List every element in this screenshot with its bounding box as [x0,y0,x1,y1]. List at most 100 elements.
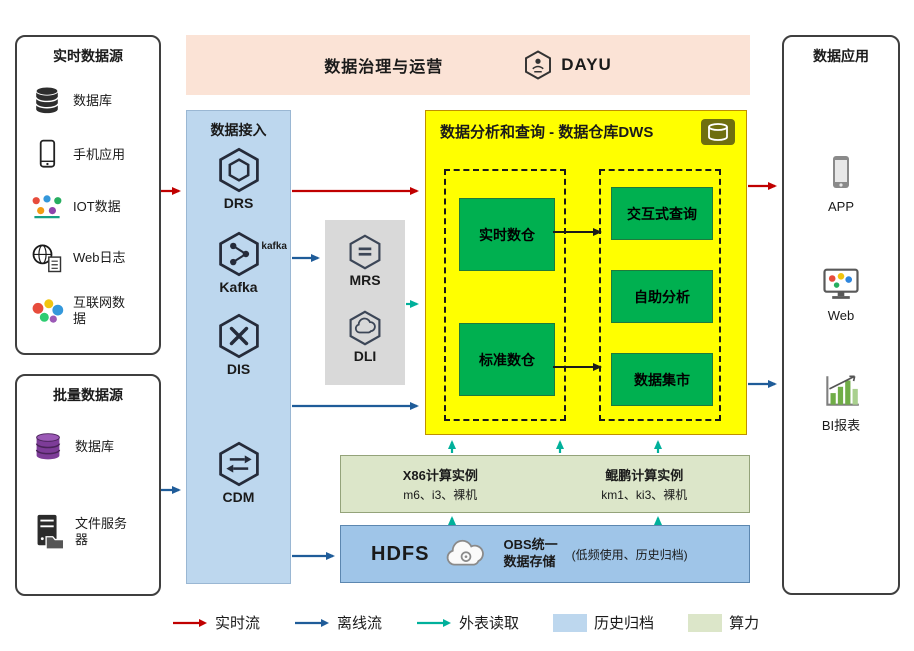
dws-title: 数据分析和查询 - 数据仓库DWS [440,124,654,141]
service-label: 交互式查询 [627,205,697,222]
service-label: 自助分析 [634,288,690,305]
middleware-panel: MRS DLI [325,220,405,385]
legend-label: 外表读取 [459,615,520,632]
compute-group-kunpeng: 鲲鹏计算实例 km1、ki3、裸机 [601,465,687,503]
source-item-label: 文件服务器 [75,515,128,547]
mobile-app-icon [39,139,56,168]
file-server-icon [37,514,65,550]
service-interactive-query: 交互式查询 [611,187,713,240]
web-monitor-icon [823,268,859,299]
application-item-label: Web [827,308,855,323]
legend-item-offline-flow: 离线流 [294,612,382,633]
source-item-iot: IOT数据 [29,193,137,221]
application-item-label: APP [827,199,854,214]
external-read-arrow-icon [417,618,452,627]
middleware-item-mrs: MRS [325,234,405,288]
legend-item-realtime-flow: 实时流 [172,612,260,633]
obs-note: (低频使用、历史归档) [571,547,688,562]
ingestion-item-label: CDM [222,489,255,505]
application-item-app: APP [784,152,898,214]
ingestion-item-label: DIS [226,361,251,377]
database-stack-icon [35,433,61,460]
kafka-icon [218,231,259,277]
application-item-label: BI报表 [821,418,861,433]
source-item-label: 手机应用 [73,146,126,162]
source-item-internet: 互联网数据 [29,295,137,328]
history-archive-swatch [553,613,588,632]
applications-panel: 数据应用 APP Web [782,35,900,595]
cdm-icon [218,441,259,487]
service-data-mart: 数据集市 [611,353,713,406]
application-item-bi: BI报表 [784,372,898,434]
mrs-icon [349,234,381,270]
database-icon [35,86,59,114]
drs-icon [218,147,259,193]
realtime-flow-arrow-icon [173,618,207,627]
legend-item-history-archive: 历史归档 [553,612,654,633]
obs-label-line1: OBS统一 [503,537,558,553]
batch-sources-panel: 批量数据源 数据库 文件服务器 [15,374,161,596]
warehouse-group: 实时数仓 标准数仓 [444,169,566,421]
source-item-label: 数据库 [73,92,113,108]
legend-label: 离线流 [337,615,383,632]
source-item-mobile: 手机应用 [29,137,137,173]
source-item-label: IOT数据 [73,198,121,214]
service-group: 交互式查询 自助分析 数据集市 [599,169,721,421]
warehouse-label: 标准数仓 [479,351,535,368]
legend-label: 历史归档 [594,615,655,632]
middleware-item-label: DLI [353,348,377,364]
iot-icon [32,195,62,219]
ingestion-item-drs: DRS [187,147,290,211]
source-item-database: 数据库 [29,83,137,119]
compute-group-title: X86计算实例 [402,468,478,483]
middleware-item-dli: DLI [325,310,405,364]
source-item-weblog: Web日志 [29,241,137,275]
warehouse-label: 实时数仓 [479,226,535,243]
applications-title: 数据应用 [813,48,869,64]
obs-label-line2: 数据存储 [503,554,556,569]
internet-data-icon [32,299,64,323]
dws-warehouse-icon [701,119,735,145]
dayu-logo: DAYU [523,50,612,80]
source-item-label: Web日志 [73,249,126,265]
ingestion-item-dis: DIS [187,313,290,377]
compute-power-swatch [688,613,723,632]
obs-cloud-icon [447,539,485,566]
realtime-sources-panel: 实时数据源 数据库 手机应用 [15,35,161,355]
hdfs-label: HDFS [371,542,430,565]
governance-banner: 数据治理与运营 DAYU [186,35,750,95]
realtime-sources-title: 实时数据源 [53,48,123,64]
compute-panel: X86计算实例 m6、i3、裸机 鲲鹏计算实例 km1、ki3、裸机 [340,455,750,513]
kafka-wordmark: kafka [261,241,287,252]
source-item-label: 数据库 [75,438,115,454]
source-item-batch-database: 数据库 [29,428,139,466]
legend-item-external-read: 外表读取 [416,612,519,633]
dayu-hexagon-icon [525,50,552,80]
ingestion-title: 数据接入 [210,122,267,138]
app-phone-icon [833,156,849,188]
dis-icon [218,313,259,359]
legend-label: 实时流 [215,615,261,632]
storage-panel: HDFS OBS统一 数据存储 (低频使用、历史归档) [340,525,750,583]
ingestion-item-kafka: kafka Kafka [187,231,290,295]
ingestion-item-label: Kafka [219,279,258,295]
compute-group-x86: X86计算实例 m6、i3、裸机 [403,465,478,503]
kafka-icon-wrap: kafka [187,231,290,277]
legend-label: 算力 [729,615,760,632]
batch-sources-title: 批量数据源 [53,387,123,403]
legend-item-compute-power: 算力 [688,612,759,633]
service-self-analysis: 自助分析 [611,270,713,323]
ingestion-item-cdm: CDM [187,441,290,505]
application-item-web: Web [784,265,898,323]
dws-panel: 数据分析和查询 - 数据仓库DWS 实时数仓 标准数仓 交互式查询 自助分析 数… [425,110,747,435]
ingestion-item-label: DRS [223,195,254,211]
ingestion-panel: 数据接入 DRS kafka Kafka [186,110,291,584]
legend: 实时流 离线流 外表读取 历史归档 算力 [172,612,759,633]
obs-label: OBS统一 数据存储 [503,537,557,571]
source-item-label: 互联网数据 [73,295,126,327]
warehouse-realtime: 实时数仓 [459,198,555,271]
compute-group-subtitle: km1、ki3、裸机 [601,488,688,502]
governance-title: 数据治理与运营 [324,59,444,76]
service-label: 数据集市 [634,371,690,388]
